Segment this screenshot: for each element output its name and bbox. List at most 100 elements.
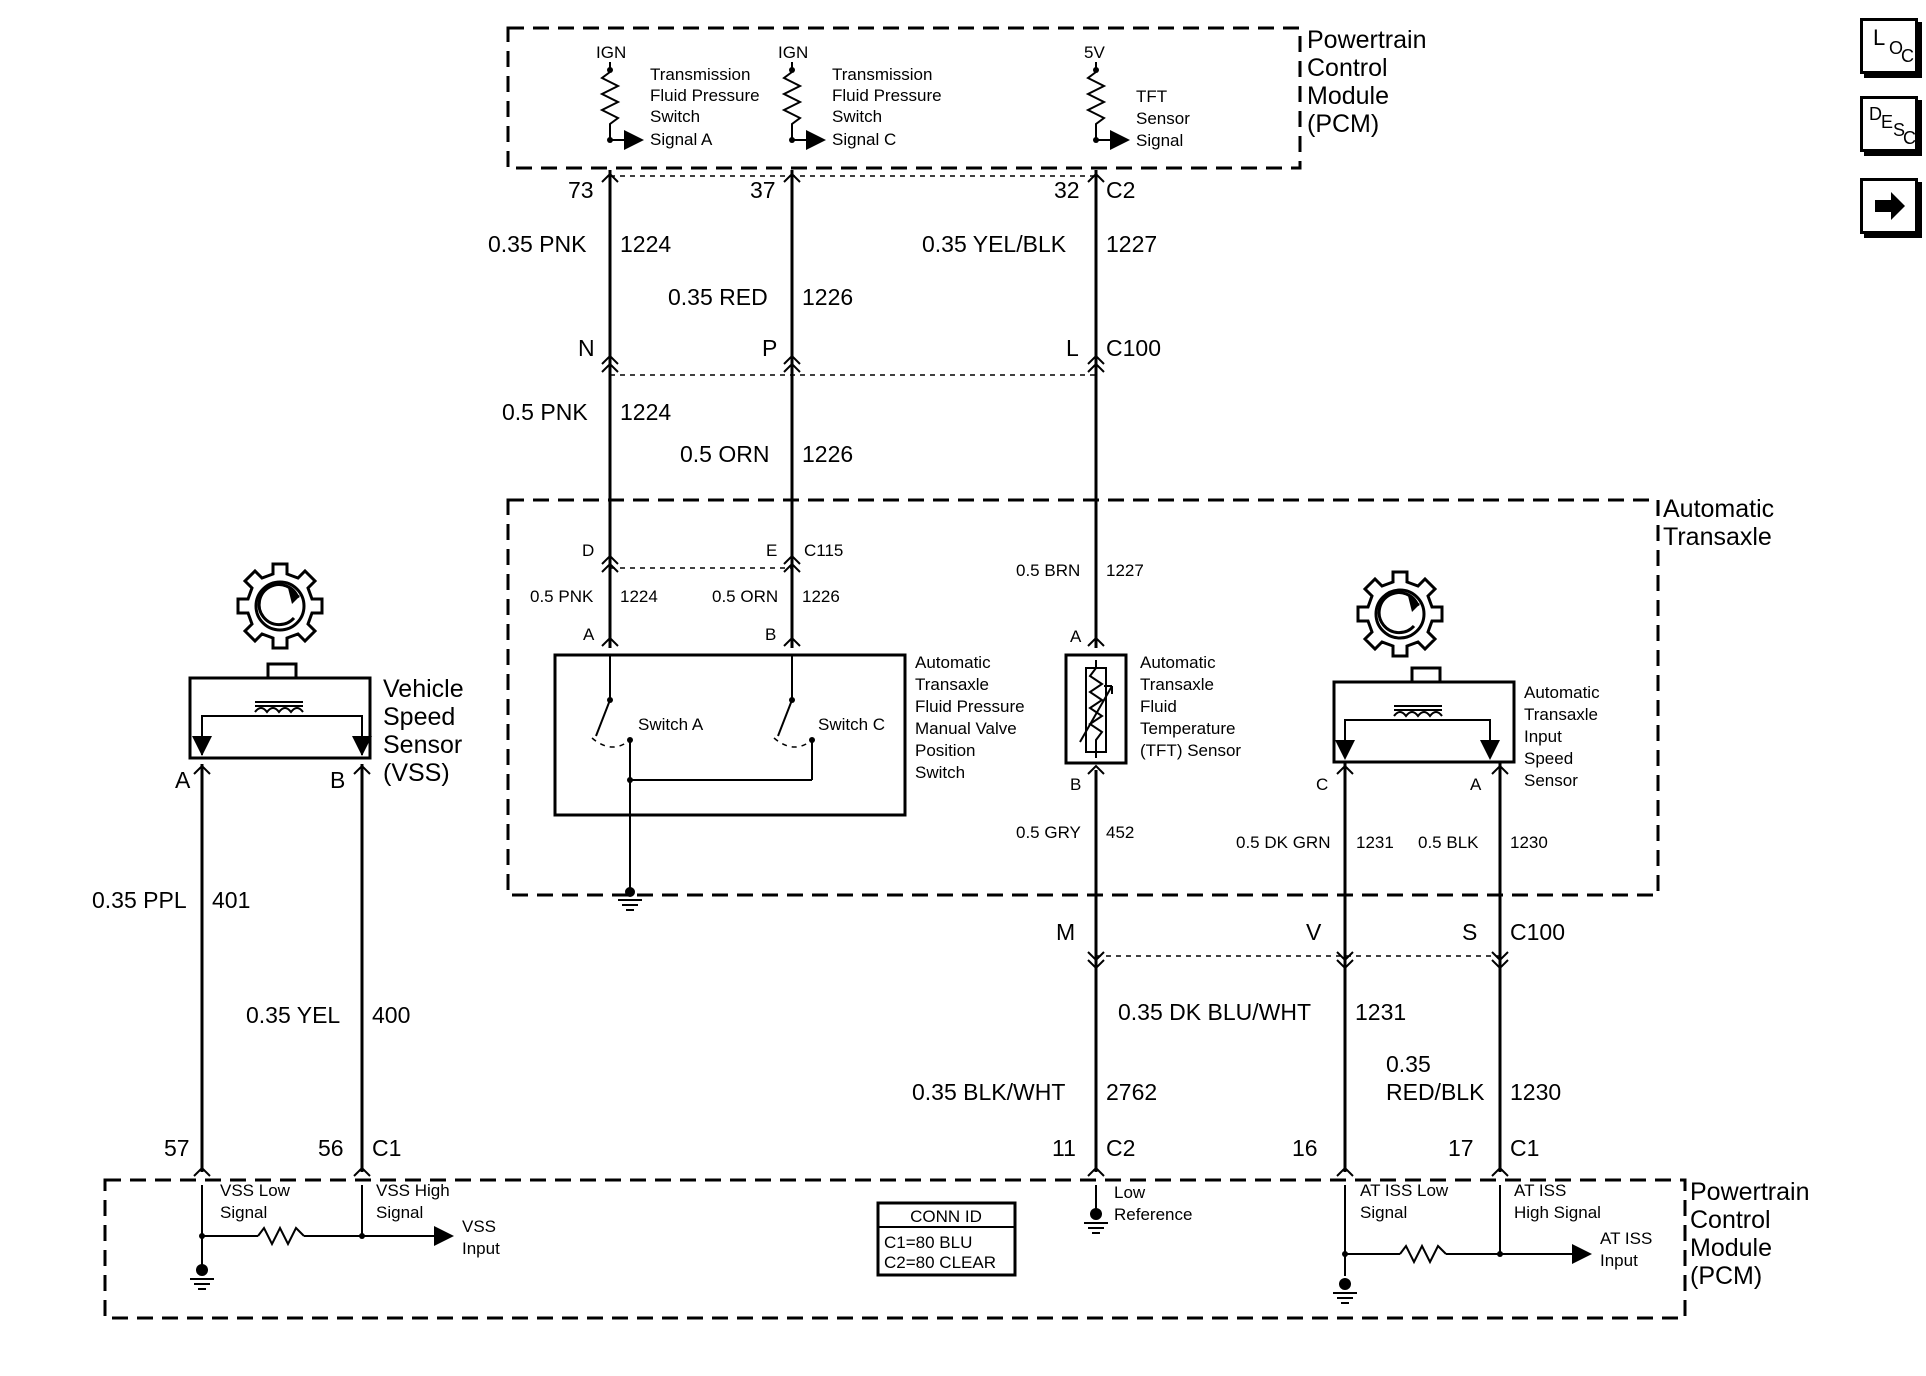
svg-text:Temperature: Temperature [1140, 719, 1235, 738]
loc-letter: L [1873, 25, 1886, 50]
svg-text:B: B [1070, 775, 1081, 794]
wire-label-gauge: 0.5 ORN [712, 587, 778, 606]
svg-text:Sensor: Sensor [1524, 771, 1578, 790]
svg-text:Transaxle: Transaxle [915, 675, 989, 694]
svg-text:VSS High: VSS High [376, 1181, 450, 1200]
svg-text:Module: Module [1690, 1234, 1772, 1262]
svg-text:Transmission: Transmission [832, 65, 932, 84]
pin-16: 16 [1292, 1135, 1318, 1161]
desc-letter: C [1903, 128, 1916, 148]
iss-input-circuit: AT ISS Low Signal AT ISS High Signal AT … [1333, 1181, 1652, 1304]
svg-text:A: A [1470, 775, 1482, 794]
svg-text:Signal: Signal [376, 1203, 423, 1222]
svg-text:5V: 5V [1084, 43, 1105, 62]
wire-label-gauge: 0.5 BRN [1016, 561, 1080, 580]
gear-icon [236, 562, 324, 650]
svg-text:Speed: Speed [1524, 749, 1573, 768]
svg-text:Transmission: Transmission [650, 65, 750, 84]
svg-text:Control: Control [1690, 1206, 1771, 1234]
svg-text:Switch C: Switch C [818, 715, 885, 734]
wire-label-circuit: 1224 [620, 587, 658, 606]
pin-73: 73 [568, 177, 594, 203]
wire-label-circuit: 2762 [1106, 1079, 1157, 1105]
svg-text:IGN: IGN [596, 43, 626, 62]
svg-text:Signal C: Signal C [832, 130, 896, 149]
desc-letter: D [1869, 104, 1882, 124]
svg-text:Fluid Pressure: Fluid Pressure [650, 86, 760, 105]
conn-id-box: CONN ID C1=80 BLU C2=80 CLEAR [876, 1201, 1017, 1277]
svg-text:Transaxle: Transaxle [1663, 523, 1772, 551]
svg-text:AT ISS Low: AT ISS Low [1360, 1181, 1449, 1200]
pin-l: L [1066, 335, 1079, 361]
wire-label-circuit: 1227 [1106, 561, 1144, 580]
svg-text:Switch: Switch [832, 107, 882, 126]
svg-text:CONN ID: CONN ID [910, 1207, 982, 1226]
tft-sensor: A B Automatic Transaxle Fluid Temperatur… [1064, 627, 1241, 794]
svg-text:High Signal: High Signal [1514, 1203, 1601, 1222]
wire-label-gauge: RED/BLK [1386, 1079, 1485, 1105]
svg-text:Switch: Switch [650, 107, 700, 126]
wire-label-circuit: 400 [372, 1002, 410, 1028]
pressure-switch-assembly: A B Switch A Switch C Automatic Transaxl… [553, 625, 1025, 890]
connector-c100-bottom: C100 [1510, 919, 1565, 945]
wire-label-gauge: 0.5 ORN [680, 441, 769, 467]
svg-text:Fluid Pressure: Fluid Pressure [915, 697, 1025, 716]
wire-label-gauge: 0.35 DK BLU/WHT [1118, 999, 1311, 1025]
svg-text:Signal: Signal [1360, 1203, 1407, 1222]
vss-sensor: A B Vehicle Speed Sensor (VSS) [175, 562, 464, 793]
wire-label-circuit: 1231 [1356, 833, 1394, 852]
connector-c100-top: C100 [1106, 335, 1161, 361]
desc-button[interactable]: D E S C [1860, 96, 1918, 152]
svg-text:(PCM): (PCM) [1690, 1262, 1762, 1290]
pin-37: 37 [750, 177, 776, 203]
svg-text:Sensor: Sensor [1136, 109, 1190, 128]
pin-m: M [1056, 919, 1075, 945]
svg-text:B: B [765, 625, 776, 644]
wire-label-gauge: 0.35 [1386, 1051, 1431, 1077]
pin-17: 17 [1448, 1135, 1474, 1161]
wire-label-gauge: 0.35 PPL [92, 887, 187, 913]
svg-text:(VSS): (VSS) [383, 759, 450, 787]
pcm-top-box [506, 26, 1302, 170]
wire-label-gauge: 0.35 RED [668, 284, 768, 310]
transaxle-box [506, 498, 1660, 897]
ground-icon [618, 887, 642, 911]
wire-label-circuit: 1230 [1510, 1079, 1561, 1105]
next-page-button[interactable] [1860, 178, 1918, 234]
wire-label-circuit: 1224 [620, 231, 671, 257]
connector-c1: C1 [372, 1135, 401, 1161]
pcm-input-signal-a: IGN Transmission Fluid Pressure Switch S… [596, 43, 760, 150]
desc-letter: S [1893, 120, 1906, 140]
svg-text:Low: Low [1114, 1183, 1146, 1202]
svg-text:Reference: Reference [1114, 1205, 1192, 1224]
wire-label-gauge: 0.5 PNK [502, 399, 588, 425]
svg-text:Automatic: Automatic [915, 653, 991, 672]
transaxle-label: Automatic Transaxle [1663, 495, 1774, 551]
connector-c115: C115 [804, 541, 843, 560]
loc-letter: O [1889, 38, 1904, 58]
wire-label-circuit: 1226 [802, 587, 840, 606]
pin-p: P [762, 335, 777, 361]
iss-sensor: C A Automatic Transaxle Input Speed Sens… [1316, 570, 1600, 794]
svg-text:AT ISS: AT ISS [1600, 1229, 1652, 1248]
svg-text:Input: Input [462, 1239, 500, 1258]
loc-button[interactable]: L O C [1860, 18, 1918, 74]
gear-icon [1356, 570, 1444, 658]
wire-label-circuit: 1227 [1106, 231, 1157, 257]
svg-text:Automatic: Automatic [1524, 683, 1600, 702]
svg-text:Position: Position [915, 741, 975, 760]
wire-label-circuit: 452 [1106, 823, 1134, 842]
pin-11: 11 [1052, 1135, 1076, 1161]
svg-text:C1=80 BLU: C1=80 BLU [884, 1233, 972, 1252]
svg-text:Control: Control [1307, 54, 1388, 82]
svg-text:Switch: Switch [915, 763, 965, 782]
pin-57: 57 [164, 1135, 190, 1161]
desc-letter: E [1881, 112, 1894, 132]
pin-32: 32 [1054, 177, 1080, 203]
svg-text:A: A [1070, 627, 1082, 646]
svg-text:Transaxle: Transaxle [1140, 675, 1214, 694]
svg-text:B: B [330, 767, 345, 793]
wire-label-gauge: 0.5 PNK [530, 587, 594, 606]
wire-label-gauge: 0.5 GRY [1016, 823, 1081, 842]
